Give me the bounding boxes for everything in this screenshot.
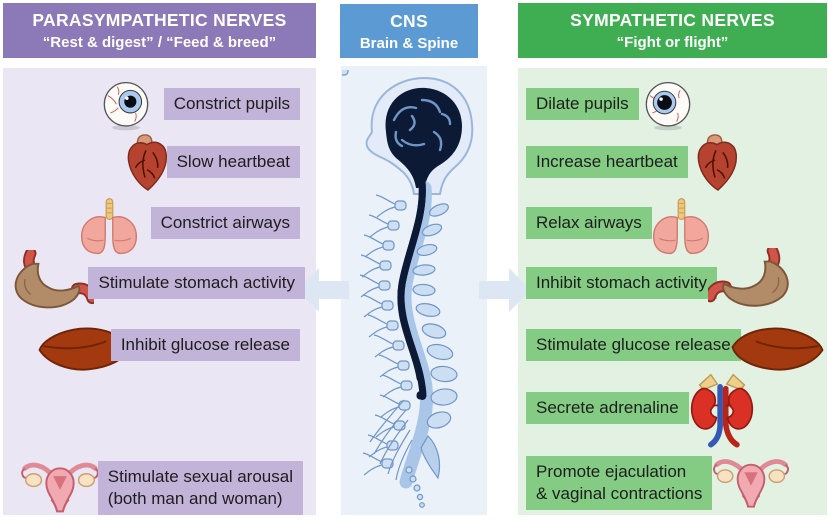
sns-label-stimulate-glucose: Stimulate glucose release: [526, 329, 741, 362]
parasympathetic-title: PARASYMPATHETIC NERVES: [32, 10, 287, 30]
sympathetic-header: SYMPATHETIC NERVES “Fight or flight”: [518, 3, 827, 58]
heart-icon: [697, 134, 738, 191]
sns-label-ejaculation: Promote ejaculation & vaginal contractio…: [526, 456, 713, 511]
pns-label-sexual-arousal-line1: Stimulate sexual arousal: [107, 467, 293, 486]
parasympathetic-subtitle: “Rest & digest” / “Feed & breed”: [42, 34, 277, 51]
pns-label-constrict-airways: Constrict airways: [150, 207, 300, 240]
pns-label-stimulate-stomach: Stimulate stomach activity: [88, 267, 305, 300]
pns-label-sexual-arousal: Stimulate sexual arousal (both man and w…: [97, 461, 303, 516]
lungs-icon: [80, 198, 138, 255]
parasympathetic-header: PARASYMPATHETIC NERVES “Rest & digest” /…: [3, 3, 316, 58]
pns-label-sexual-arousal-line2: (both man and woman): [107, 489, 283, 509]
uterus-icon: [713, 459, 789, 508]
pns-label-slow-heartbeat: Slow heartbeat: [166, 146, 300, 179]
sns-label-dilate-pupils: Dilate pupils: [526, 88, 639, 121]
cns-header: CNS Brain & Spine: [340, 4, 478, 58]
cns-illustration: [342, 70, 474, 508]
pns-label-inhibit-glucose: Inhibit glucose release: [110, 329, 300, 362]
sns-label-inhibit-stomach: Inhibit stomach activity: [526, 267, 718, 300]
lungs-icon: [652, 198, 710, 255]
kidneys-icon: [690, 373, 754, 448]
arrow-right-icon: [479, 268, 531, 312]
sns-label-secrete-adrenaline: Secrete adrenaline: [526, 392, 689, 425]
eye-icon: [103, 81, 149, 131]
cns-title: CNS: [390, 10, 428, 31]
sns-label-increase-heartbeat: Increase heartbeat: [526, 146, 688, 179]
sympathetic-title: SYMPATHETIC NERVES: [570, 10, 775, 30]
arrow-left-icon: [297, 268, 349, 312]
liver-icon: [38, 327, 131, 371]
sns-label-relax-airways: Relax airways: [526, 207, 652, 240]
sns-label-ejaculation-line2: & vaginal contractions: [536, 484, 703, 504]
liver-icon: [731, 327, 824, 371]
pns-label-constrict-pupils: Constrict pupils: [163, 88, 300, 121]
cns-subtitle: Brain & Spine: [359, 34, 459, 52]
sympathetic-subtitle: “Fight or flight”: [616, 34, 729, 51]
heart-icon: [127, 134, 168, 191]
eye-icon: [645, 81, 691, 131]
stomach-icon: [708, 248, 789, 307]
sns-label-ejaculation-line1: Promote ejaculation: [536, 462, 687, 481]
uterus-icon: [21, 462, 99, 513]
stomach-icon: [14, 250, 94, 309]
